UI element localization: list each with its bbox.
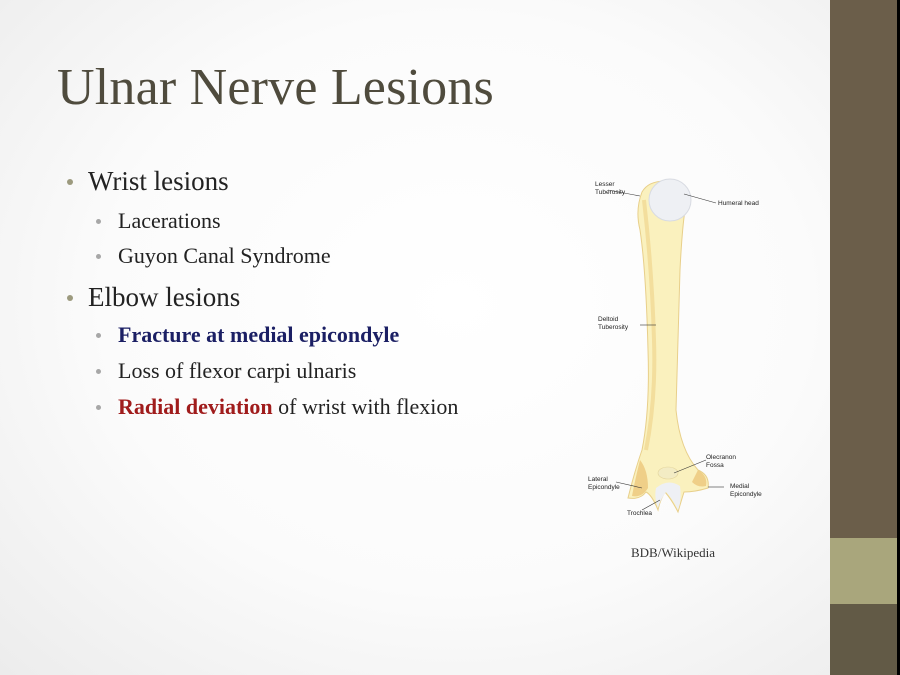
bullet-icon	[96, 369, 101, 374]
sidebar-accent-band	[830, 538, 897, 604]
bullet-wrist-lesions: Wrist lesions	[67, 166, 229, 197]
sidebar-bottom	[830, 604, 897, 675]
label-lesser-tuberosity-2: Tuberosity	[595, 189, 626, 196]
bullet-radial-deviation: Radial deviation of wrist with flexion	[96, 394, 458, 420]
bullet-elbow-lesions: Elbow lesions	[67, 282, 240, 313]
label-deltoid-tuberosity: Deltoid	[598, 316, 619, 323]
bullet-icon	[67, 179, 73, 185]
bullet-icon	[67, 295, 73, 301]
label-trochlea: Trochlea	[627, 510, 652, 517]
trochlea	[655, 482, 681, 510]
slide-title: Ulnar Nerve Lesions	[57, 59, 494, 116]
bullet-icon	[96, 333, 101, 338]
label-olecranon-fossa: Olecranon	[706, 454, 736, 461]
bullet-icon	[96, 254, 101, 259]
bullet-icon	[96, 405, 101, 410]
humerus-figure: Lesser Tuberosity Humeral head Deltoid T…	[588, 178, 762, 517]
label-lateral-epicondyle: Lateral	[588, 476, 608, 483]
bullet-guyon: Guyon Canal Syndrome	[96, 243, 331, 269]
slide: Ulnar Nerve Lesions Wrist lesions Lacera…	[0, 0, 830, 675]
humeral-head	[648, 178, 692, 222]
figure-credit: BDB/Wikipedia	[631, 545, 715, 560]
label-humeral-head: Humeral head	[718, 200, 759, 207]
label-lateral-epicondyle-2: Epicondyle	[588, 484, 620, 491]
label-lesser-tuberosity: Lesser	[595, 181, 615, 188]
label-medial-epicondyle: Medial	[730, 483, 750, 490]
bullet-flexor: Loss of flexor carpi ulnaris	[96, 358, 356, 384]
label-olecranon-fossa-2: Fossa	[706, 462, 724, 469]
label-deltoid-tuberosity-2: Tuberosity	[598, 324, 629, 331]
bullet-fracture: Fracture at medial epicondyle	[96, 322, 399, 348]
label-medial-epicondyle-2: Epicondyle	[730, 491, 762, 498]
bullet-lacerations: Lacerations	[96, 208, 221, 234]
bullet-icon	[96, 219, 101, 224]
